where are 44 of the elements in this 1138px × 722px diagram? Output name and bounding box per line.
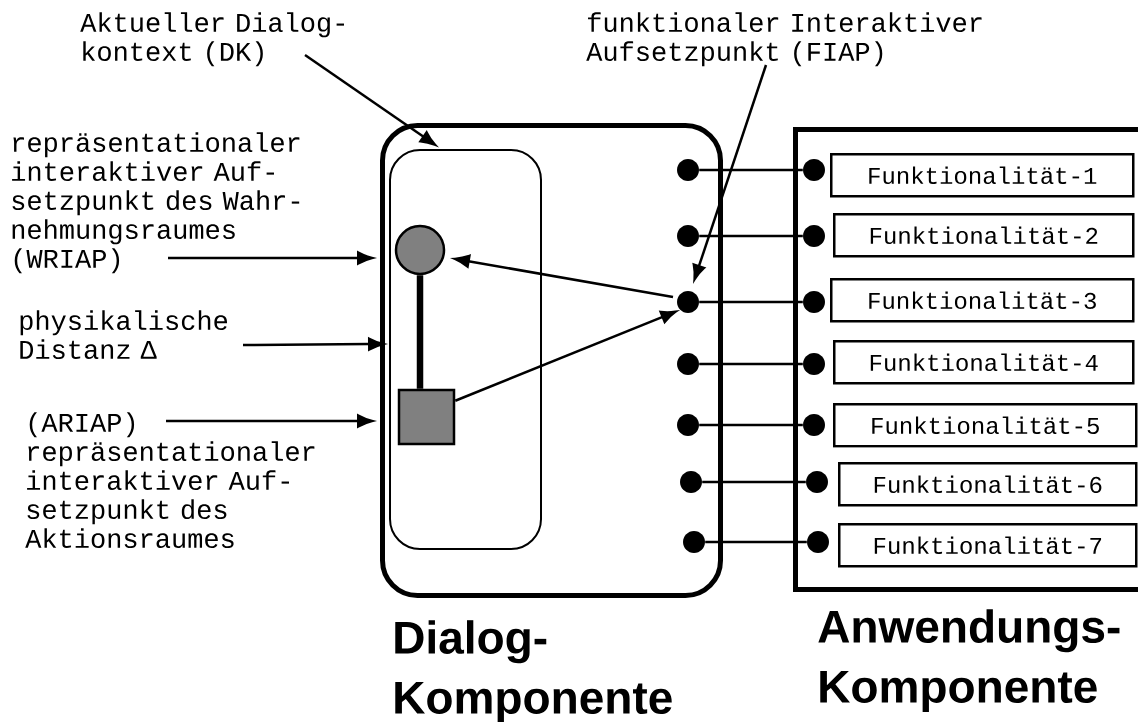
arrow xyxy=(454,310,677,402)
connector-line xyxy=(699,168,803,172)
arrow xyxy=(453,254,674,299)
annotation-text: (ARIAP) repräsentationaler interaktiver Auf- setzpunkt des Aktionsraumes xyxy=(25,412,315,548)
function-box: Funktionalität-2 xyxy=(833,213,1135,258)
connector-line xyxy=(705,540,807,544)
function-box: Funktionalität-3 xyxy=(830,278,1135,323)
leader-line xyxy=(243,337,385,351)
function-box: Funktionalität-4 xyxy=(833,340,1135,385)
port-dot xyxy=(683,531,705,553)
port-dot xyxy=(677,159,699,181)
function-box: Funktionalität-5 xyxy=(833,403,1138,448)
annotation-text: repräsentationaler interaktiver Auf- setzpunkt des Wahr- nehmungsraumes (WRIAP) xyxy=(12,132,300,274)
port-dot xyxy=(803,225,825,247)
leader-line xyxy=(166,414,374,428)
port-dot xyxy=(803,414,825,436)
connector-line xyxy=(699,300,803,304)
annotation-text: Aktueller Dialog- kontext (DK) xyxy=(80,12,344,67)
connector-line xyxy=(699,362,803,366)
function-box: Funktionalität-1 xyxy=(830,153,1135,198)
function-box: Funktionalität-6 xyxy=(838,462,1138,507)
annotation-text: funktionaler Interaktiver Aufsetzpunkt (FIAP) xyxy=(586,12,982,67)
port-dot xyxy=(677,353,699,375)
circle-marker xyxy=(394,224,446,276)
port-dot xyxy=(677,414,699,436)
square-marker xyxy=(397,388,456,446)
leader-line xyxy=(692,64,768,281)
annotation-text: physikalische Distanz Δ xyxy=(20,310,228,360)
port-dot xyxy=(680,471,702,493)
port-dot xyxy=(803,353,825,375)
function-box: Funktionalität-7 xyxy=(838,523,1138,568)
port-dot xyxy=(803,159,825,181)
component-title: Anwendungs- Komponente xyxy=(818,609,1120,713)
connector-line xyxy=(416,275,424,389)
connector-line xyxy=(699,234,803,238)
leader-line xyxy=(304,53,436,146)
port-dot xyxy=(677,291,699,313)
port-dot xyxy=(803,291,825,313)
connector-line xyxy=(699,423,803,427)
port-dot xyxy=(807,531,829,553)
port-dot xyxy=(806,471,828,493)
port-dot xyxy=(677,225,699,247)
leader-line xyxy=(168,251,374,265)
connector-line xyxy=(702,480,806,484)
